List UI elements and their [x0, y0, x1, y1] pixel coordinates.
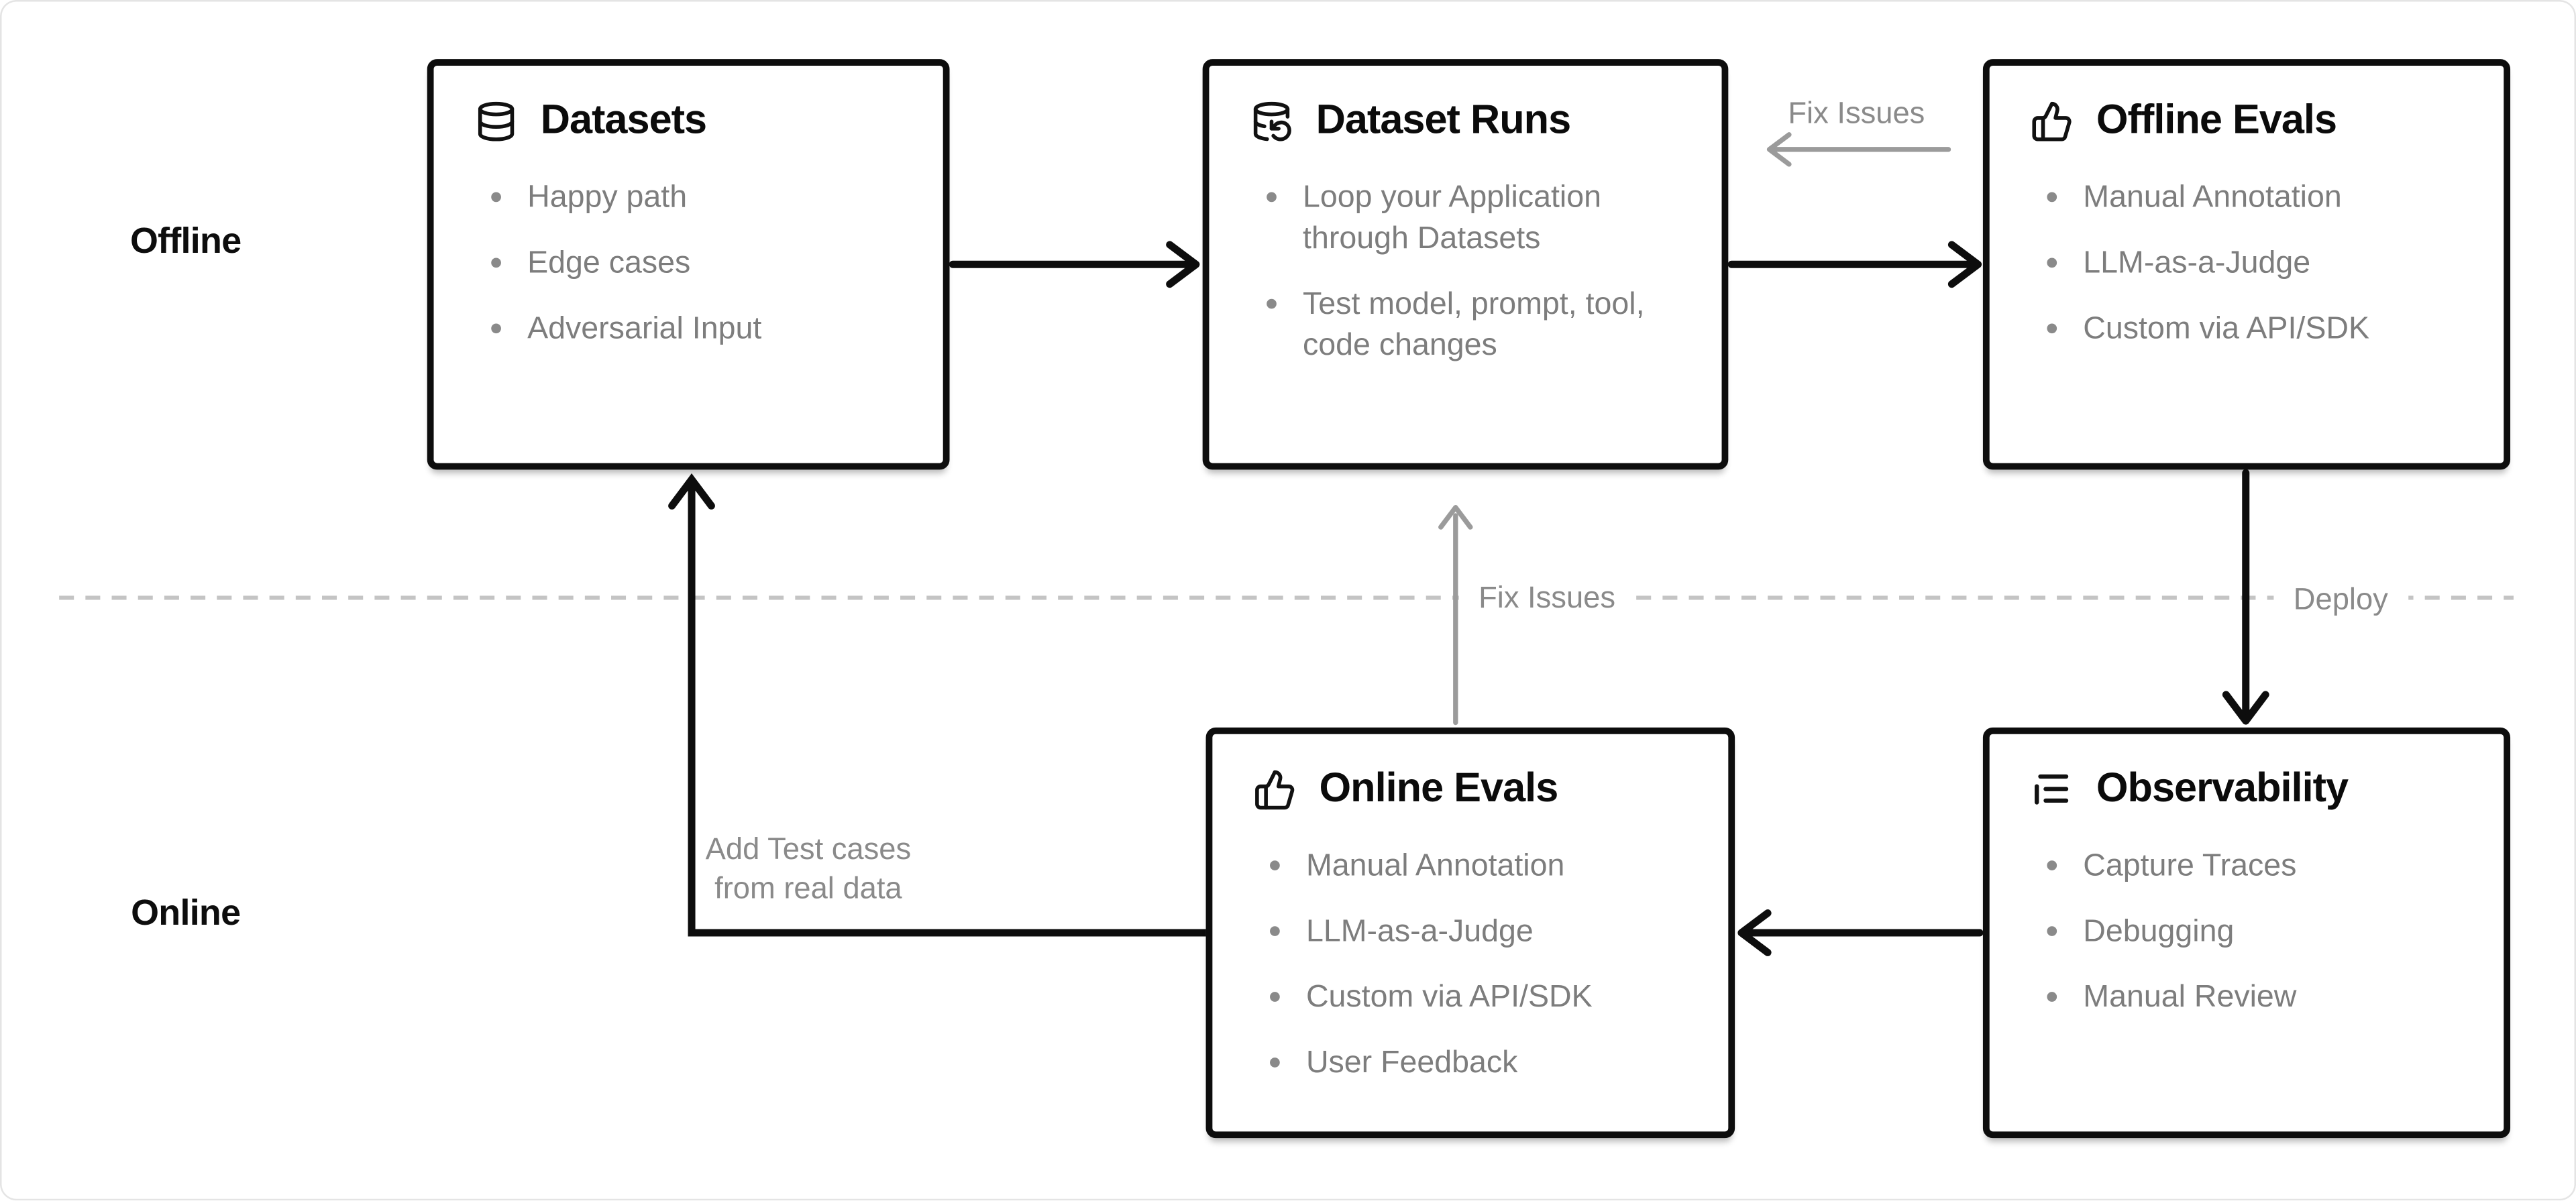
list-item: Edge cases	[488, 243, 902, 284]
arrow-datasets-to-dataset-runs	[949, 241, 1200, 288]
list-item: Manual Review	[2044, 978, 2463, 1019]
logs-icon	[2031, 768, 2074, 811]
database-icon	[475, 99, 518, 142]
node-item-list: Manual Annotation LLM-as-a-Judge Custom …	[2031, 177, 2463, 350]
list-item: Test model, prompt, tool, code changes	[1263, 284, 1680, 367]
list-item: Manual Annotation	[1267, 846, 1687, 887]
node-datasets: Datasets Happy path Edge cases Adversari…	[427, 59, 950, 470]
node-title-text: Datasets	[540, 97, 707, 144]
node-item-list: Loop your Application through Datasets T…	[1250, 177, 1681, 366]
node-title-text: Online Evals	[1319, 765, 1559, 811]
list-item: Happy path	[488, 177, 902, 218]
list-item: LLM-as-a-Judge	[1267, 911, 1687, 952]
arrow-offline-evals-to-observability	[2222, 469, 2269, 725]
node-item-list: Capture Traces Debugging Manual Review	[2031, 846, 2463, 1019]
arrow-online-evals-to-datasets	[668, 473, 1206, 937]
node-dataset-runs-header: Dataset Runs	[1250, 97, 1681, 144]
thumbs-up-icon	[2031, 99, 2074, 142]
thumbs-up-icon	[1254, 768, 1297, 811]
fix-issues-mid-arrow	[1438, 505, 1473, 726]
node-observability-header: Observability	[2031, 765, 2463, 813]
arrow-observability-to-online-evals	[1737, 909, 1984, 956]
arrow-dataset-runs-to-offline-evals	[1727, 241, 1982, 288]
node-title-text: Offline Evals	[2096, 97, 2337, 144]
add-test-cases-line2: from real data	[714, 870, 902, 906]
list-item: Loop your Application through Datasets	[1263, 177, 1680, 260]
node-item-list: Manual Annotation LLM-as-a-Judge Custom …	[1254, 846, 1688, 1084]
list-item: Debugging	[2044, 911, 2463, 952]
fix-issues-mid-label: Fix Issues	[1458, 578, 1635, 618]
node-observability: Observability Capture Traces Debugging M…	[1982, 727, 2511, 1139]
lane-label-online: Online	[131, 891, 241, 933]
node-title-text: Dataset Runs	[1316, 97, 1571, 144]
fix-issues-top-label: Fix Issues	[1788, 95, 1925, 130]
list-item: Capture Traces	[2044, 846, 2463, 887]
lane-label-offline: Offline	[129, 220, 241, 262]
node-online-evals-header: Online Evals	[1254, 765, 1688, 813]
list-item: Custom via API/SDK	[1267, 978, 1687, 1019]
list-item: Custom via API/SDK	[2044, 309, 2463, 350]
node-item-list: Happy path Edge cases Adversarial Input	[475, 177, 902, 350]
node-offline-evals-header: Offline Evals	[2031, 97, 2463, 144]
node-title-text: Observability	[2096, 765, 2349, 811]
list-item: User Feedback	[1267, 1043, 1687, 1084]
add-test-cases-label: Add Test cases from real data	[628, 830, 989, 910]
node-offline-evals: Offline Evals Manual Annotation LLM-as-a…	[1982, 59, 2511, 470]
add-test-cases-line1: Add Test cases	[705, 831, 912, 866]
list-item: LLM-as-a-Judge	[2044, 243, 2463, 284]
node-datasets-header: Datasets	[475, 97, 902, 144]
deploy-label: Deploy	[2273, 579, 2408, 620]
node-dataset-runs: Dataset Runs Loop your Application throu…	[1202, 59, 1729, 470]
list-item: Manual Annotation	[2044, 177, 2463, 218]
database-backup-icon	[1250, 99, 1293, 142]
list-item: Adversarial Input	[488, 309, 902, 350]
node-online-evals: Online Evals Manual Annotation LLM-as-a-…	[1205, 727, 1735, 1139]
fix-issues-top-arrow	[1766, 132, 1951, 167]
